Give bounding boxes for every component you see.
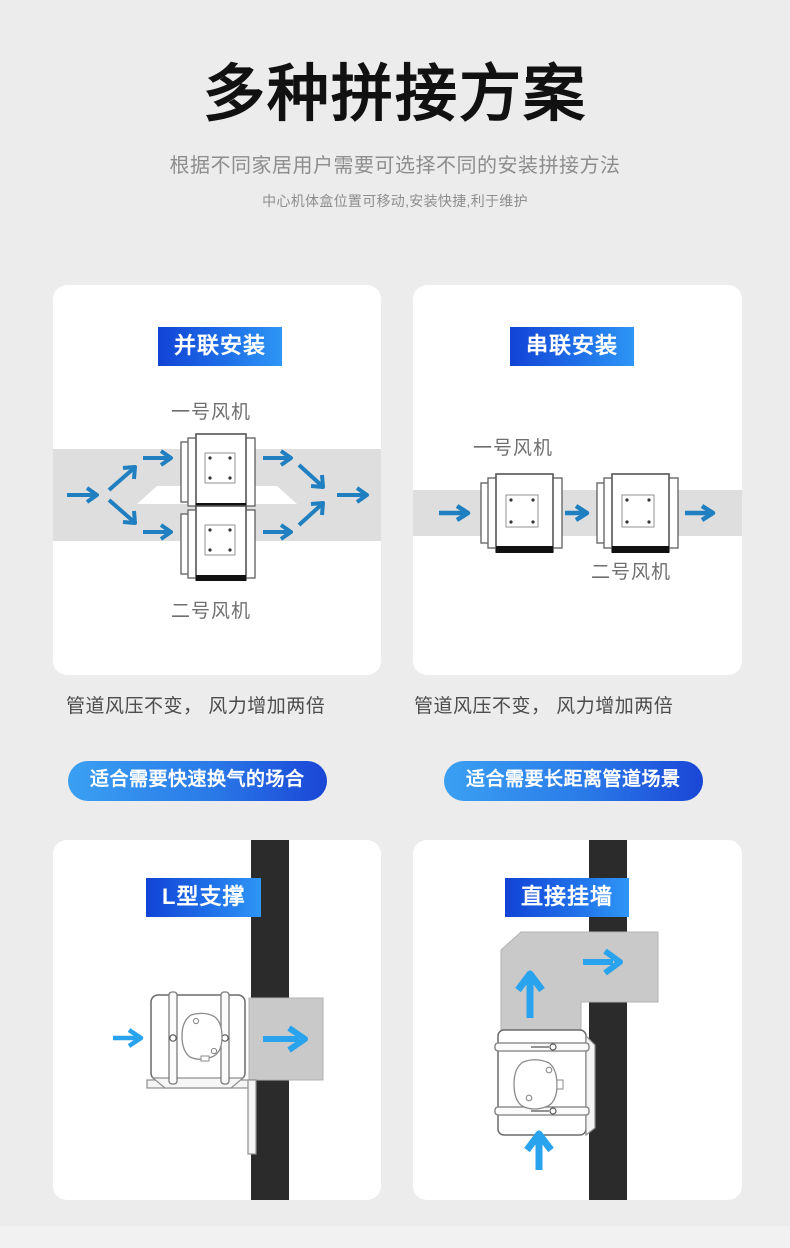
bottom-strip <box>0 1226 790 1248</box>
fan-unit-bottom <box>180 505 256 581</box>
fan-unit-first <box>480 473 563 553</box>
pill-series-usecase[interactable]: 适合需要长距离管道场景 <box>444 761 703 801</box>
parallel-diagram <box>53 433 381 581</box>
fan-unit-l-bracket <box>150 991 246 1089</box>
fan-label-top-parallel: 一号风机 <box>171 402 252 423</box>
card-direct-wall-mount[interactable]: 直接挂墙 <box>413 840 742 1200</box>
pill-parallel-usecase[interactable]: 适合需要快速换气的场合 <box>68 761 327 801</box>
page-subtitle: 根据不同家居用户需要可选择不同的安装拼接方法 <box>169 155 621 178</box>
fan-unit-top <box>180 433 256 509</box>
l-bracket-diagram <box>113 840 324 1200</box>
page-title: 多种拼接方案 <box>202 60 587 129</box>
badge-series-installation[interactable]: 串联安装 <box>510 327 635 367</box>
badge-parallel-installation[interactable]: 并联安装 <box>158 327 283 367</box>
flow-arrows <box>67 449 369 541</box>
series-diagram <box>413 473 742 553</box>
fan-label-second-series: 二号风机 <box>591 562 672 583</box>
flow-arrows <box>113 1025 308 1053</box>
elbow-duct <box>500 931 659 1031</box>
fan-unit-second <box>596 473 679 553</box>
page-subtitle-secondary: 中心机体盒位置可移动,安装快捷,利于维护 <box>262 193 528 210</box>
card-l-bracket-support[interactable]: L型支撑 <box>53 840 381 1200</box>
flow-arrows <box>439 504 716 522</box>
card-parallel-installation[interactable]: 并联安装 一号风机 二号风机 <box>53 285 381 675</box>
caption-series: 管道风压不变， 风力增加两倍 <box>414 696 674 717</box>
fan-label-bottom-parallel: 二号风机 <box>171 601 252 622</box>
l-bracket <box>146 1079 257 1155</box>
page-header: 多种拼接方案 根据不同家居用户需要可选择不同的安装拼接方法 中心机体盒位置可移动… <box>0 0 790 211</box>
badge-direct-wall-mount[interactable]: 直接挂墙 <box>505 878 630 918</box>
flow-arrows <box>515 948 623 1170</box>
card-series-installation[interactable]: 串联安装 一号风机 二号风机 <box>413 285 742 675</box>
fan-label-first-series: 一号风机 <box>473 438 554 459</box>
caption-parallel: 管道风压不变， 风力增加两倍 <box>66 696 326 717</box>
fan-unit-wall-mount <box>494 1029 596 1137</box>
badge-l-bracket-support[interactable]: L型支撑 <box>146 878 262 918</box>
